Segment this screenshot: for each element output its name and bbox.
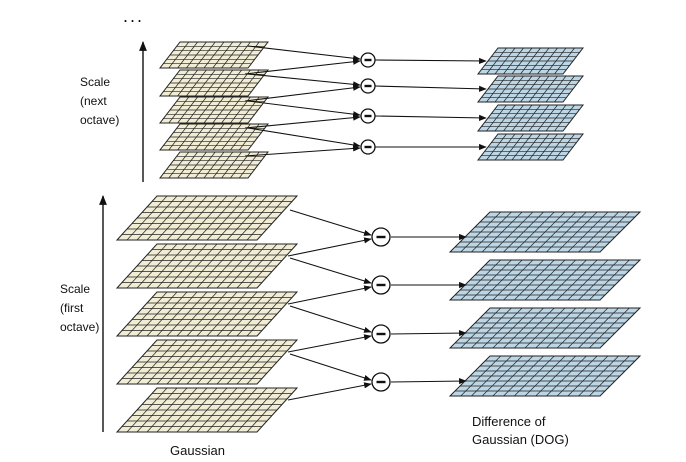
first-octave-arrow-upper-4 — [289, 353, 372, 381]
next-octave-subtract-node-1 — [360, 52, 376, 68]
first-octave-arrow-lower-2 — [287, 285, 372, 305]
subtract-nodes-group — [360, 52, 391, 392]
next-octave-subtract-node-3 — [360, 108, 376, 124]
next-octave-label-line1: Scale — [80, 75, 110, 89]
first-octave-dog-layer-2 — [448, 259, 642, 301]
next-octave-gaussian-layer-5 — [158, 151, 270, 179]
next-octave-arrow-lower-4 — [244, 145, 361, 157]
next-octave-dog-layer-2 — [476, 75, 585, 103]
first-octave-dog-layer-4 — [448, 355, 642, 397]
first-octave-subtract-node-2 — [371, 275, 391, 295]
next-octave-subtract-node-2 — [360, 78, 376, 94]
next-octave-dog-layer-4 — [476, 133, 585, 161]
first-octave-arrow-out-4 — [390, 378, 467, 385]
first-octave-gaussian-layer-1 — [115, 195, 299, 241]
first-octave-dog-layer-3 — [448, 307, 642, 349]
first-octave-label-line1: Scale — [60, 282, 90, 296]
next-octave-arrow-upper-4 — [247, 127, 361, 148]
layers-group — [115, 41, 642, 433]
first-octave-label-line3: octave) — [60, 320, 99, 334]
next-octave-arrow-upper-1 — [247, 45, 361, 62]
first-octave-gaussian-layer-5 — [115, 387, 299, 433]
next-octave-arrow-upper-2 — [247, 73, 361, 88]
next-octave-dog-layer-1 — [476, 47, 585, 75]
next-octave-arrow-lower-1 — [244, 58, 361, 75]
first-octave-arrow-upper-3 — [289, 305, 372, 333]
first-octave-subtract-node-3 — [371, 324, 391, 344]
ellipsis-dots: ... — [123, 6, 144, 26]
gaussian-label: Gaussian — [170, 443, 225, 458]
next-octave-arrow-out-3 — [374, 114, 487, 121]
next-octave-label-line2: (next — [80, 94, 107, 108]
arrows-group — [244, 45, 487, 401]
first-octave-arrow-upper-2 — [289, 257, 372, 284]
next-octave-arrow-upper-3 — [247, 100, 361, 118]
first-octave-gaussian-layer-4 — [115, 339, 299, 385]
dog-label-line1: Difference of — [472, 414, 546, 429]
first-octave-subtract-node-4 — [371, 372, 391, 392]
first-octave-arrow-lower-4 — [287, 382, 372, 401]
next-octave-gaussian-layer-3 — [158, 96, 270, 124]
next-octave-subtract-node-4 — [360, 139, 376, 155]
next-octave-label-line3: octave) — [80, 113, 119, 127]
next-octave-arrow-lower-3 — [244, 114, 361, 129]
first-octave-dog-layer-1 — [448, 211, 642, 253]
first-octave-arrow-lower-3 — [287, 334, 372, 353]
next-octave-arrow-out-2 — [374, 85, 487, 92]
next-octave-gaussian-layer-4 — [158, 123, 270, 151]
next-octave-gaussian-layer-1 — [158, 41, 270, 69]
next-octave-arrow-out-1 — [374, 57, 487, 65]
first-octave-label-line2: (first — [60, 301, 84, 315]
next-octave-arrow-lower-2 — [244, 84, 361, 102]
next-octave-dog-layer-3 — [476, 104, 585, 132]
first-octave-arrow-upper-1 — [289, 209, 372, 236]
first-octave-gaussian-layer-2 — [115, 243, 299, 289]
first-octave-subtract-node-1 — [371, 227, 391, 247]
dog-label-line2: Gaussian (DOG) — [472, 432, 569, 447]
first-octave-arrow-out-3 — [390, 330, 467, 337]
next-octave-gaussian-layer-2 — [158, 69, 270, 97]
first-octave-gaussian-layer-3 — [115, 291, 299, 337]
first-octave-arrow-lower-1 — [287, 237, 372, 257]
